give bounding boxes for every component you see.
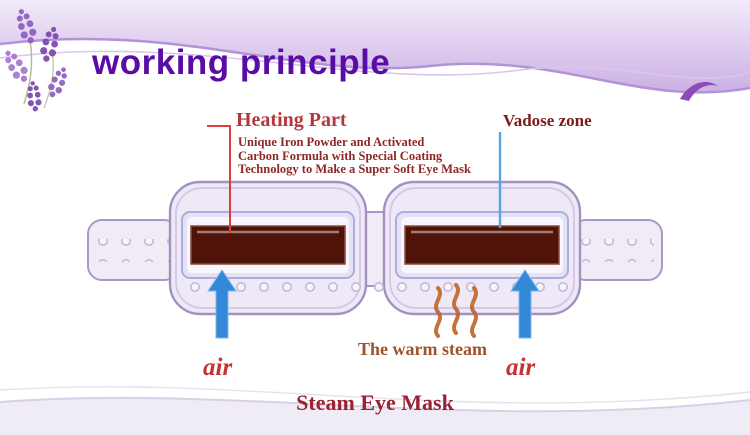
page-title: working principle	[92, 43, 391, 82]
left-heating-element	[190, 225, 346, 265]
wave-accent	[680, 82, 718, 101]
right-pad-inner-outline	[389, 187, 575, 309]
lavender-flowers	[0, 6, 72, 113]
right-air-arrow	[510, 269, 540, 339]
heating-part-description-line-3: Technology to Make a Super Soft Eye Mask	[238, 162, 472, 176]
pad-dots-row	[190, 282, 570, 305]
air-label-left: air	[203, 354, 233, 381]
heating-part-description-line-1: Unique Iron Powder and Activated	[238, 135, 425, 149]
warm-steam-label: The warm steam	[358, 339, 487, 359]
left-air-arrow	[207, 269, 237, 339]
heating-part-description-line-2: Carbon Formula with Special Coating	[238, 148, 443, 163]
right-heating-element	[404, 225, 560, 265]
left-pad-inner-outline	[175, 187, 361, 309]
heating-part-label: Heating Part	[236, 109, 347, 131]
steam-lines	[434, 283, 478, 338]
left-strap-dots	[96, 239, 172, 262]
product-caption: Steam Eye Mask	[296, 390, 454, 415]
vadose-zone-label: Vadose zone	[503, 111, 592, 130]
right-strap-dots	[578, 239, 654, 262]
heating-part-description: Unique Iron Powder and Activated Carbon …	[238, 135, 472, 177]
heating-part-leader-line	[207, 125, 231, 233]
air-label-right: air	[506, 354, 536, 381]
top-swoosh	[0, 0, 750, 101]
bottom-swoosh	[0, 386, 750, 435]
